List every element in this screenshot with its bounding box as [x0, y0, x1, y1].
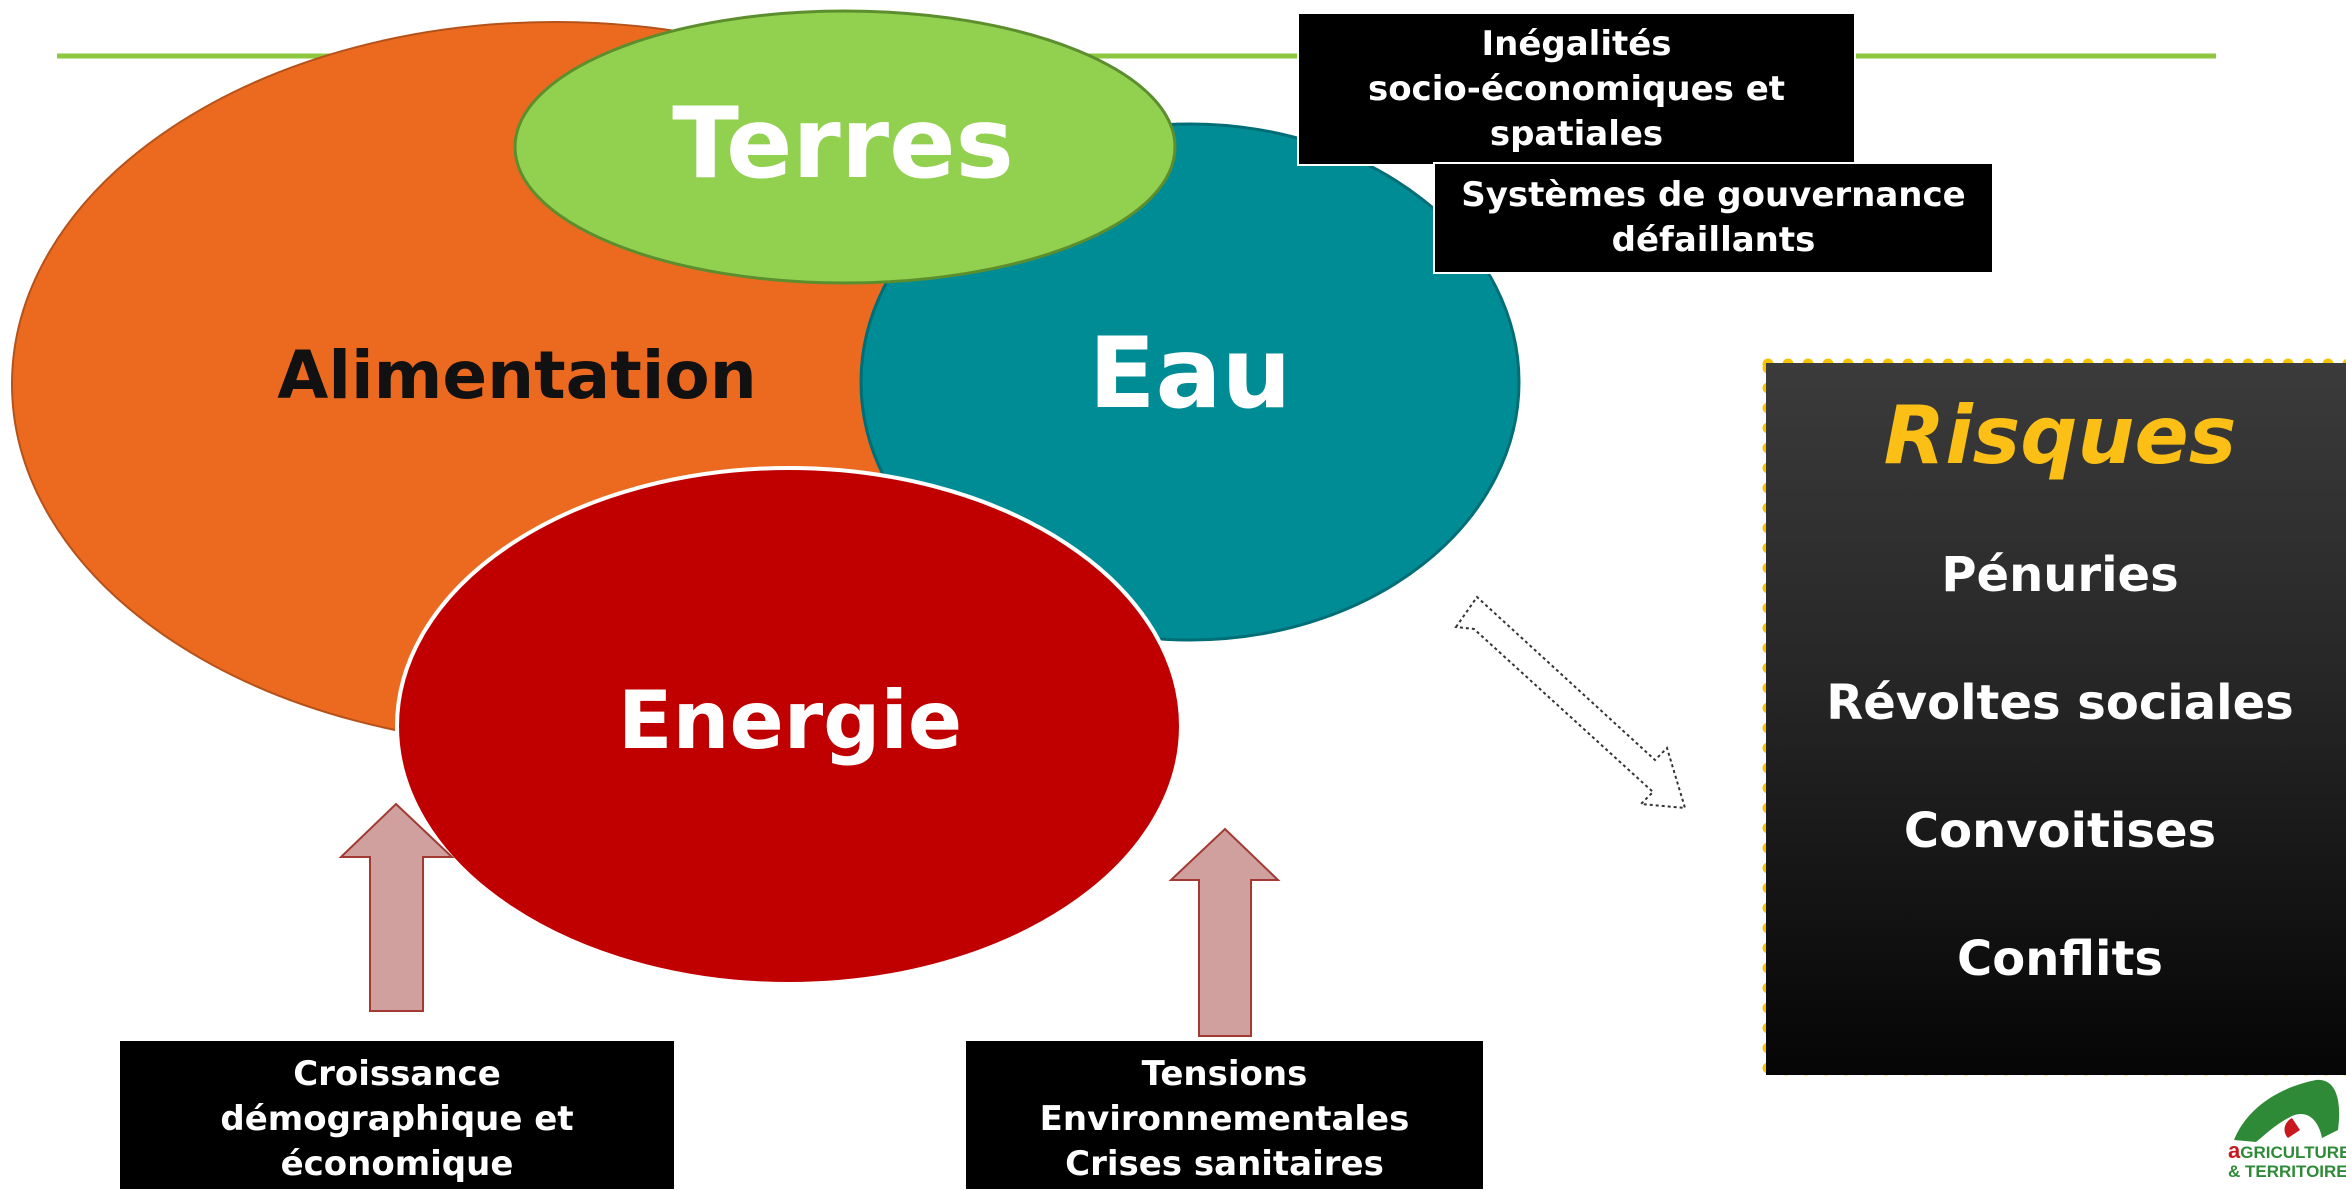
terres-label: Terres [672, 87, 1014, 201]
agriculture-territoire-logo-icon [2234, 1079, 2340, 1142]
logo-line-1: aGRICULTURE [2228, 1141, 2346, 1162]
tensions-line-3: Crises sanitaires [1065, 1144, 1384, 1184]
logo-green-leaf [2234, 1079, 2340, 1142]
terres-ellipse [513, 9, 1177, 285]
gouvernance-box: Systèmes de gouvernance défaillants [1433, 162, 1994, 274]
logo-red-accent [2284, 1118, 2300, 1138]
up-arrow-right-icon [1168, 827, 1281, 1037]
risk-item-revoltes: Révoltes sociales [1826, 675, 2294, 731]
croissance-line-3: économique [280, 1144, 514, 1184]
inegalites-line-3: spatiales [1489, 113, 1664, 154]
risk-item-convoitises: Convoitises [1903, 803, 2217, 859]
croissance-line-2: démographique et [220, 1099, 574, 1139]
croissance-line-1: Croissance [293, 1054, 501, 1094]
logo-wordmark: aGRICULTURE & TERRITOIRE [2228, 1141, 2346, 1181]
inegalites-line-1: Inégalités [1481, 23, 1672, 64]
logo-initial: a [2228, 1141, 2241, 1163]
risks-title: Risques [1883, 389, 2237, 482]
tensions-line-1: Tensions [1141, 1054, 1308, 1094]
energie-label: Energie [618, 674, 962, 767]
tensions-line-2: Environnementales [1039, 1099, 1410, 1139]
eau-label: Eau [1089, 317, 1292, 431]
logo-line-2: & TERRITOIRE [2228, 1162, 2346, 1181]
gouvernance-line-2: défaillants [1611, 220, 1816, 260]
energie-ellipse [395, 466, 1183, 986]
up-arrow-left-icon [338, 802, 455, 1012]
risks-panel: Risques Pénuries Révoltes sociales Convo… [1766, 363, 2346, 1075]
gouvernance-line-1: Systèmes de gouvernance [1461, 175, 1966, 215]
inegalites-box: Inégalités socio-économiques et spatiale… [1297, 12, 1856, 166]
inegalites-line-2: socio-économiques et [1367, 68, 1786, 109]
diagonal-arrow-icon [1454, 595, 1687, 810]
risk-item-penuries: Pénuries [1941, 547, 2179, 603]
logo-line-1-rest: GRICULTURE [2240, 1143, 2346, 1162]
tensions-box: Tensions Environnementales Crises sanita… [964, 1039, 1485, 1191]
croissance-box: Croissance démographique et économique [118, 1039, 676, 1191]
alimentation-label: Alimentation [277, 337, 756, 414]
risk-item-conflits: Conflits [1957, 931, 2163, 987]
